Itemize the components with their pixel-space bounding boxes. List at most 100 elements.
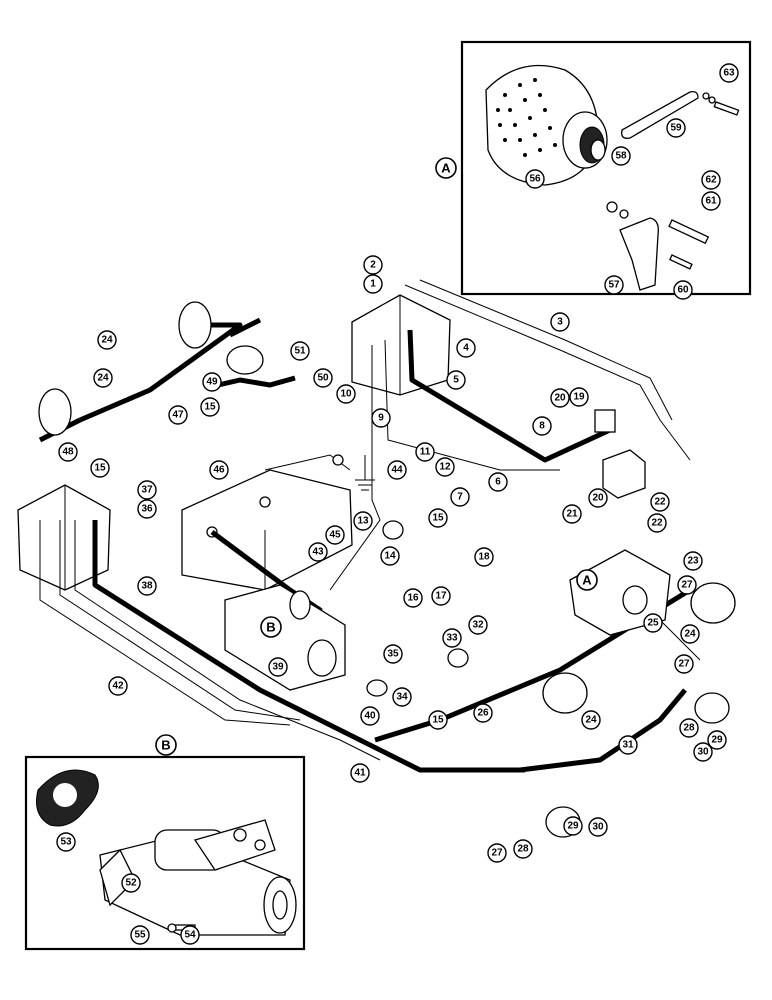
inset-a: A: [435, 40, 752, 296]
callout-32: 32: [468, 615, 488, 635]
svg-text:41: 41: [354, 768, 366, 779]
svg-text:37: 37: [141, 485, 153, 496]
callout-49: 49: [202, 372, 222, 392]
svg-text:18: 18: [478, 552, 490, 563]
callout-47: 47: [168, 405, 188, 425]
svg-text:56: 56: [529, 174, 541, 185]
callout-27: 27: [487, 843, 507, 863]
callout-27: 27: [677, 575, 697, 595]
svg-text:57: 57: [608, 280, 620, 291]
svg-text:B: B: [161, 738, 170, 753]
svg-text:32: 32: [472, 620, 484, 631]
starter-main: [224, 584, 346, 691]
svg-text:10: 10: [340, 389, 352, 400]
svg-text:15: 15: [204, 402, 216, 413]
callout-15: 15: [428, 710, 448, 730]
bolt-63: [702, 92, 740, 116]
callout-15: 15: [200, 397, 220, 417]
svg-text:27: 27: [678, 659, 690, 670]
callout-57: 57: [604, 275, 624, 295]
callout-22: 22: [647, 513, 667, 533]
svg-text:30: 30: [697, 747, 709, 758]
callout-19: 19: [569, 387, 589, 407]
callout-14: 14: [380, 546, 400, 566]
svg-text:22: 22: [654, 497, 666, 508]
inset-b: B: [24, 734, 306, 951]
svg-text:62: 62: [705, 175, 717, 186]
svg-text:7: 7: [457, 492, 463, 503]
ground-symbol: [355, 455, 375, 491]
warning-lamp: [213, 345, 296, 389]
svg-text:33: 33: [446, 633, 458, 644]
callout-8: 8: [532, 416, 552, 436]
callout-55: 55: [130, 925, 150, 945]
callout-29: 29: [707, 730, 727, 750]
callout-16: 16: [403, 588, 423, 608]
callout-3: 3: [550, 312, 570, 332]
rear-lamp-right: [690, 582, 736, 624]
callout-24: 24: [93, 368, 113, 388]
svg-text:20: 20: [592, 493, 604, 504]
svg-text:13: 13: [357, 516, 369, 527]
callout-40: 40: [360, 706, 380, 726]
relay-19: [594, 409, 616, 433]
callout-28: 28: [679, 718, 699, 738]
callout-20: 20: [550, 388, 570, 408]
svg-text:16: 16: [407, 593, 419, 604]
svg-text:38: 38: [141, 581, 153, 592]
svg-text:24: 24: [684, 629, 696, 640]
svg-text:35: 35: [387, 649, 399, 660]
oil-sender: [447, 648, 469, 668]
svg-text:24: 24: [97, 373, 109, 384]
callout-43: 43: [308, 542, 328, 562]
callout-28: 28: [513, 839, 533, 859]
callout-44: 44: [387, 460, 407, 480]
callout-46: 46: [209, 460, 229, 480]
callout-10: 10: [336, 384, 356, 404]
callout-42: 42: [108, 676, 128, 696]
callout-56: 56: [525, 169, 545, 189]
svg-text:30: 30: [592, 822, 604, 833]
callout-48: 48: [58, 442, 78, 462]
svg-text:55: 55: [134, 930, 146, 941]
callout-29: 29: [563, 816, 583, 836]
callout-53: 53: [56, 832, 76, 852]
svg-text:24: 24: [585, 715, 597, 726]
svg-text:49: 49: [206, 377, 218, 388]
svg-text:22: 22: [651, 518, 663, 529]
callout-62: 62: [701, 170, 721, 190]
svg-text:29: 29: [567, 821, 579, 832]
alternator-main: [569, 549, 671, 636]
svg-text:43: 43: [312, 547, 324, 558]
callout-45: 45: [325, 525, 345, 545]
callout-50: 50: [313, 368, 333, 388]
svg-text:26: 26: [477, 708, 489, 719]
callout-27: 27: [674, 654, 694, 674]
svg-text:17: 17: [435, 591, 447, 602]
callout-34: 34: [392, 687, 412, 707]
svg-text:23: 23: [687, 556, 699, 567]
svg-text:59: 59: [670, 123, 682, 134]
battery: [181, 454, 353, 591]
callout-7: 7: [450, 487, 470, 507]
callout-24: 24: [97, 330, 117, 350]
callout-59: 59: [666, 118, 686, 138]
callout-41: 41: [350, 763, 370, 783]
tail-lamp-right: [694, 692, 730, 724]
svg-text:34: 34: [396, 692, 408, 703]
svg-text:46: 46: [213, 465, 225, 476]
callout-58: 58: [611, 146, 631, 166]
callout-24: 24: [581, 710, 601, 730]
svg-text:14: 14: [384, 551, 396, 562]
callout-4: 4: [456, 338, 476, 358]
callout-6: 6: [488, 472, 508, 492]
callout-39: 39: [268, 657, 288, 677]
headlamp-upper-left: [178, 301, 212, 349]
svg-text:60: 60: [677, 285, 689, 296]
svg-text:B: B: [266, 620, 275, 635]
svg-text:3: 3: [557, 317, 563, 328]
svg-text:45: 45: [329, 530, 341, 541]
temp-sender: [382, 520, 404, 540]
